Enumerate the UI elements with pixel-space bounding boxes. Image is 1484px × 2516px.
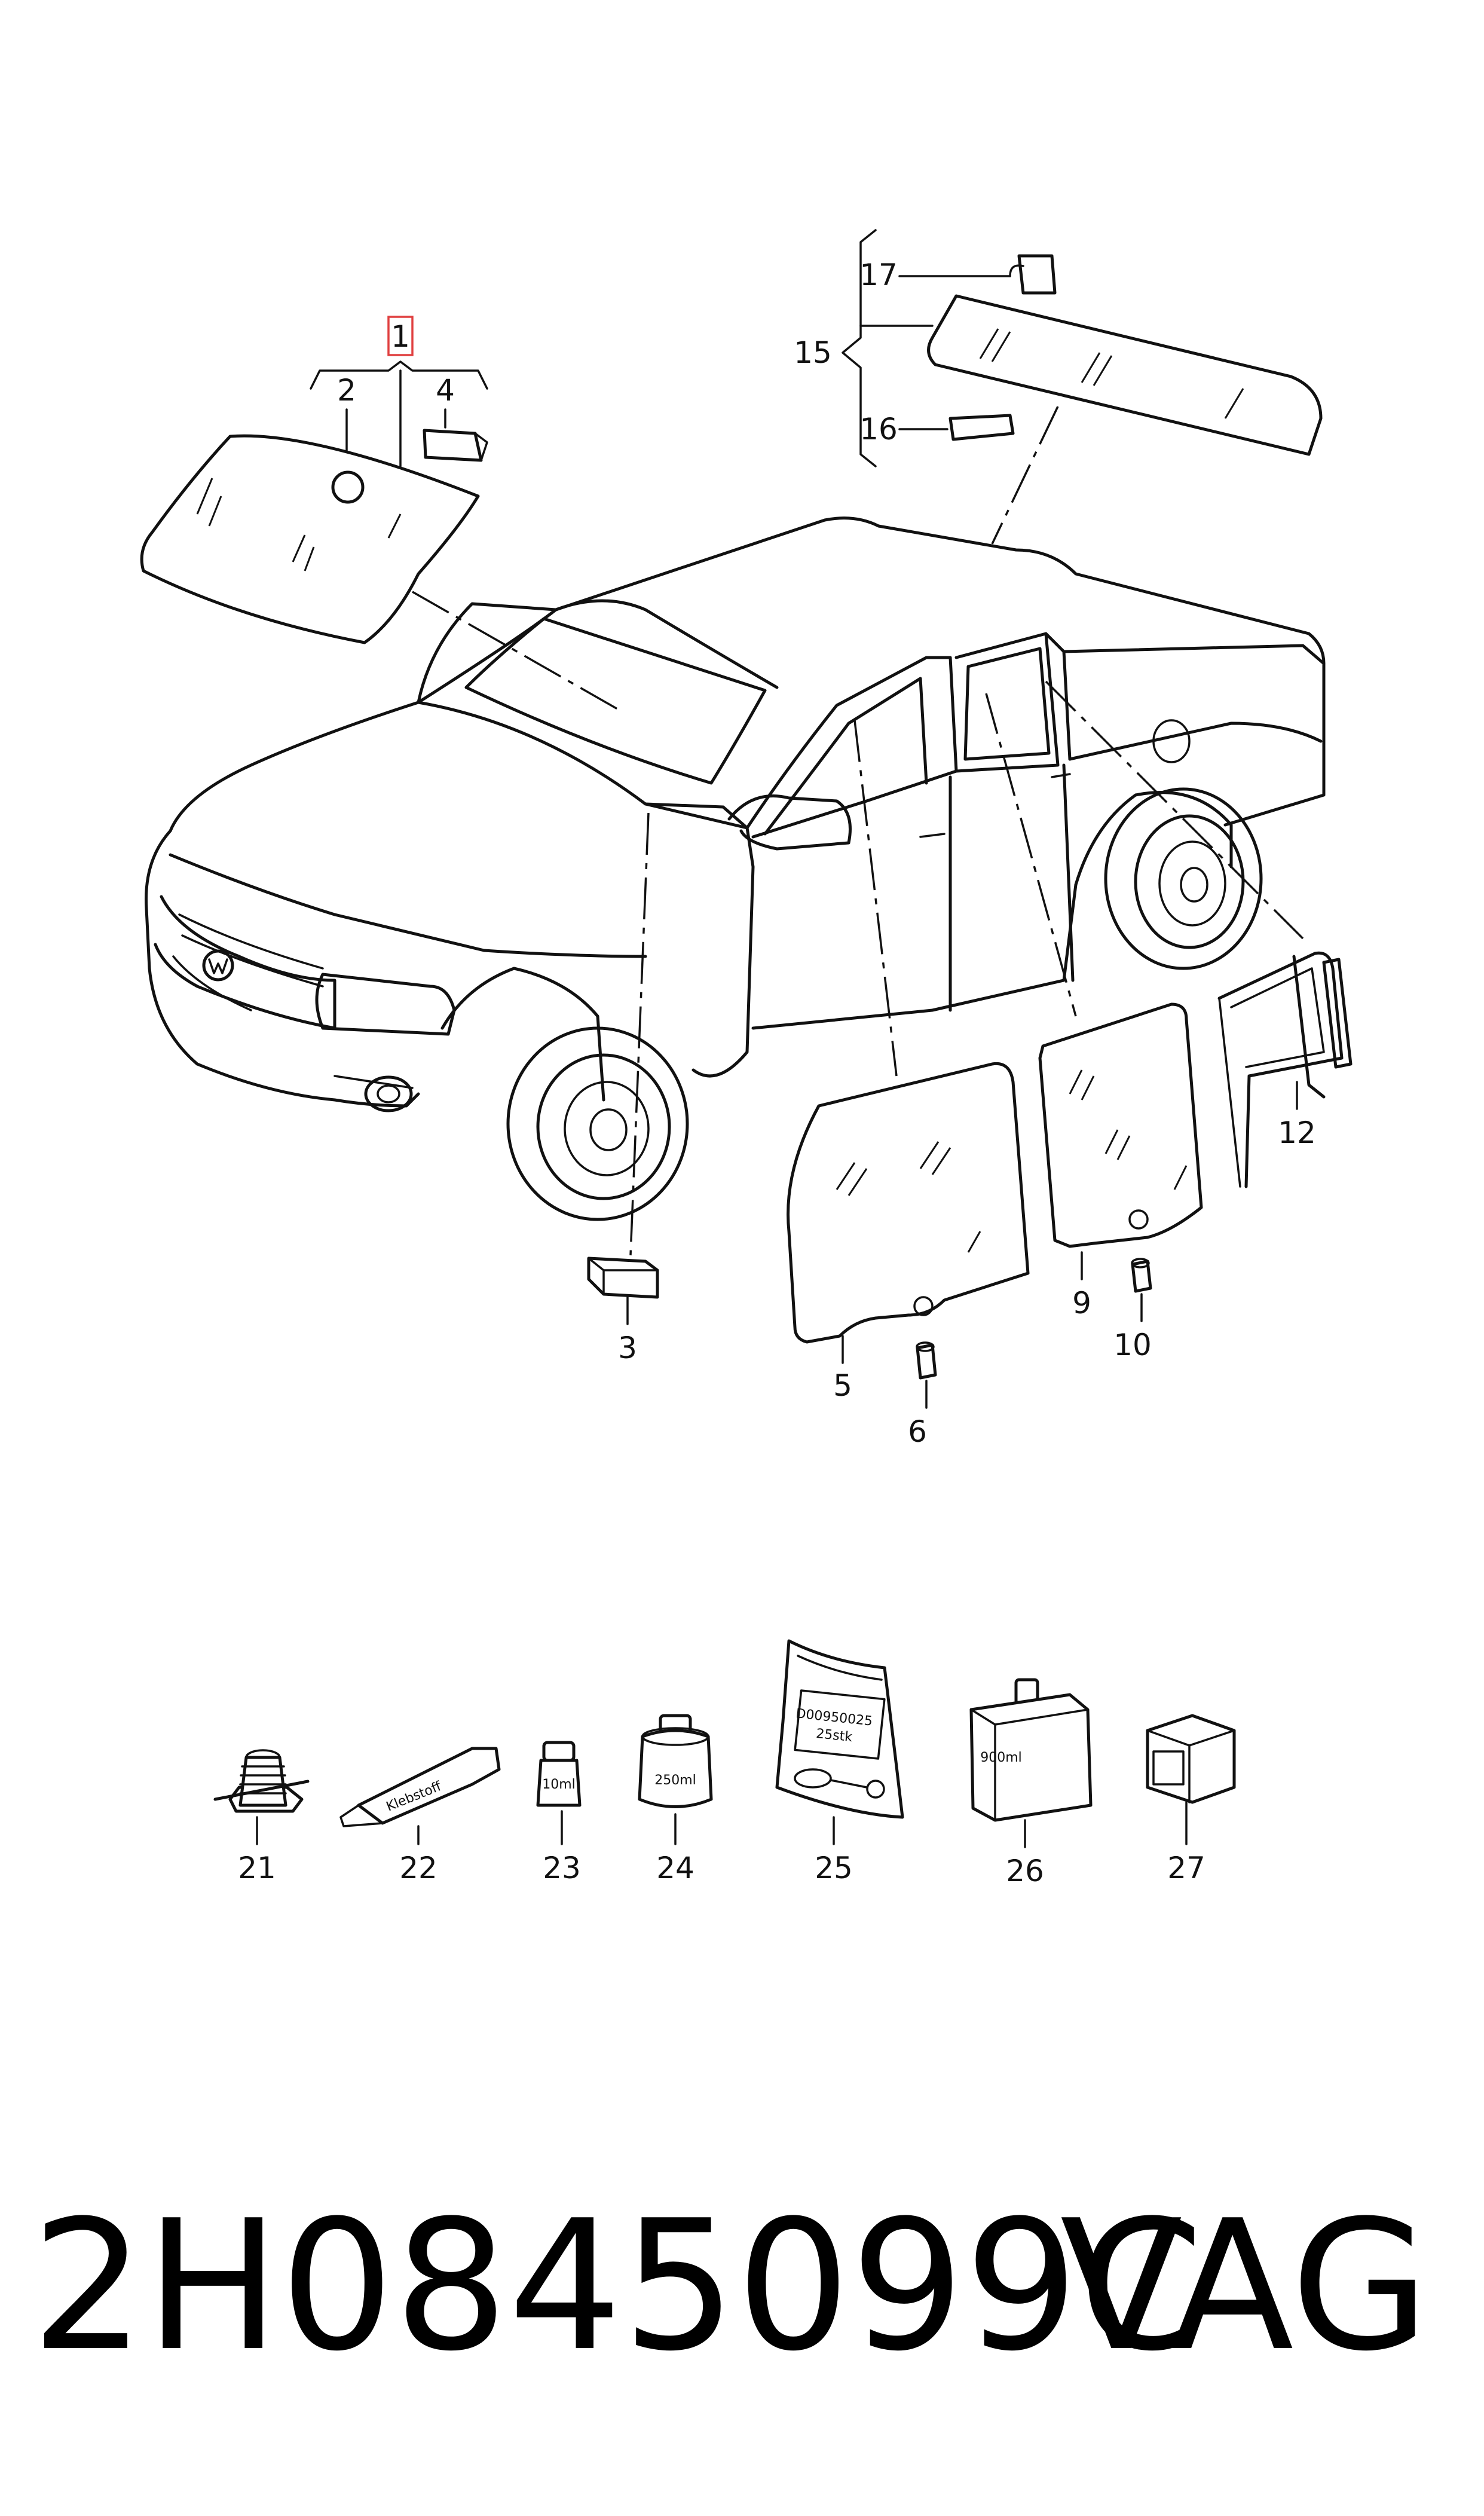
windshield-group: 1 2 4 [140, 316, 488, 644]
part-21: 21 [213, 1749, 310, 1885]
callout-26: 26 [1006, 1854, 1044, 1888]
callout-1: 1 [391, 319, 410, 354]
callout-6: 6 [908, 1414, 927, 1449]
rear-window-glass [927, 294, 1323, 456]
callout-24: 24 [656, 1851, 694, 1885]
windshield-glass [140, 434, 480, 644]
callout-9: 9 [1072, 1286, 1091, 1320]
callout-22: 22 [399, 1851, 437, 1885]
canister-label: 900ml [980, 1750, 1022, 1765]
callout-16: 16 [859, 412, 898, 447]
callout-5: 5 [833, 1368, 852, 1403]
part-6: 6 [908, 1341, 937, 1449]
front-door-glass [787, 1062, 1030, 1344]
bottle-label: 10ml [542, 1777, 576, 1792]
callout-27: 27 [1167, 1851, 1205, 1885]
part-5: 5 [787, 1062, 1030, 1403]
part-number: 2H0845099C [31, 2182, 1204, 2390]
part-10: 10 [1113, 1258, 1152, 1362]
part-9: 9 [1038, 1002, 1203, 1320]
can-label: 250ml [654, 1773, 696, 1788]
callout-1-highlight [387, 316, 414, 356]
brand-name: VAG [1060, 2182, 1430, 2390]
callout-4: 4 [436, 373, 455, 408]
fog-light [364, 1075, 413, 1112]
buffer-block [948, 414, 1015, 441]
footer: 2H0845099C VAG [31, 2188, 1454, 2385]
part-12: 12 [1217, 951, 1353, 1188]
callout-17: 17 [859, 258, 898, 292]
callout-3: 3 [618, 1331, 637, 1365]
rear-wheel [1104, 787, 1263, 970]
part-24: 250ml 24 [638, 1714, 713, 1885]
retaining-clip [1009, 254, 1057, 295]
vw-badge [202, 949, 234, 982]
rear-window-group: 15 17 16 [794, 229, 1323, 467]
front-wheel [506, 1026, 689, 1221]
callout-23: 23 [543, 1851, 581, 1885]
callout-15: 15 [794, 335, 832, 370]
pickup-truck-outline [145, 516, 1326, 1221]
part-22: Klebstoff 22 [339, 1747, 501, 1885]
callout-25: 25 [815, 1851, 853, 1885]
leader-lines [412, 406, 1304, 1256]
sensor-area [331, 470, 365, 504]
callout-10: 10 [1113, 1328, 1152, 1362]
rain-sensor-pad [423, 429, 488, 462]
callout-2: 2 [337, 373, 356, 408]
part-25: D00950025 25stk 25 [775, 1639, 904, 1885]
part-23: 10ml 23 [536, 1741, 582, 1885]
callout-12: 12 [1278, 1115, 1316, 1150]
part-27: 27 [1146, 1714, 1236, 1885]
part-26: 900ml 26 [969, 1678, 1093, 1888]
callout-21: 21 [238, 1851, 276, 1885]
rear-door-glass [1038, 1002, 1203, 1248]
part-3: 3 [587, 1257, 659, 1365]
